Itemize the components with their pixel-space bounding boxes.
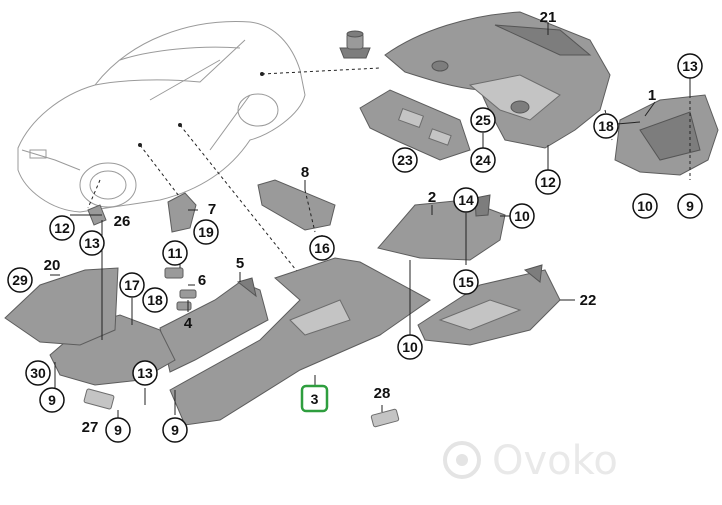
svg-text:15: 15: [458, 274, 474, 290]
svg-text:8: 8: [301, 164, 309, 181]
callout-18-top-right: 18: [593, 113, 619, 139]
svg-text:12: 12: [540, 174, 556, 190]
svg-text:29: 29: [12, 272, 28, 288]
callout-29: 29: [7, 267, 33, 293]
callout-13-top-right: 13: [677, 53, 703, 79]
callout-13-left: 13: [79, 230, 105, 256]
svg-text:9: 9: [48, 392, 56, 408]
callout-22: 22: [580, 292, 597, 309]
svg-text:27: 27: [82, 419, 99, 436]
callout-13-bottom: 13: [132, 360, 158, 386]
callout-3-highlighted: 3: [300, 384, 329, 413]
callout-10-bottom: 10: [397, 334, 423, 360]
part-20-panel: [4, 267, 119, 346]
callout-10-middle: 10: [509, 203, 535, 229]
svg-text:26: 26: [114, 213, 131, 230]
svg-text:5: 5: [236, 255, 244, 272]
svg-text:21: 21: [540, 9, 557, 26]
car-leader-lines: [87, 67, 381, 276]
svg-text:10: 10: [637, 198, 653, 214]
svg-text:23: 23: [397, 152, 413, 168]
svg-text:9: 9: [114, 422, 122, 438]
part-5-panel: [159, 277, 269, 373]
callout-12-left: 12: [49, 215, 75, 241]
svg-text:13: 13: [137, 365, 153, 381]
svg-text:13: 13: [84, 235, 100, 251]
ovoko-logo-icon: [443, 441, 481, 479]
callout-15: 15: [453, 269, 479, 295]
part-8-small-panel: [257, 179, 336, 231]
svg-text:18: 18: [147, 292, 163, 308]
callout-2: 2: [428, 189, 436, 206]
callout-11: 11: [162, 240, 188, 266]
callout-10-top-right: 10: [632, 193, 658, 219]
svg-text:1: 1: [648, 87, 656, 104]
callout-6: 6: [198, 272, 206, 289]
svg-text:25: 25: [475, 112, 491, 128]
part-22-panel: [417, 264, 561, 346]
grommet-part: [339, 30, 371, 59]
label-leader-lines: [50, 22, 691, 418]
callout-8: 8: [301, 164, 309, 181]
part-21-rear-underbody-panel: [384, 11, 611, 149]
part-23-bracket: [359, 89, 471, 161]
small-clip-parts: [164, 267, 197, 311]
svg-text:20: 20: [44, 257, 61, 274]
callout-23: 23: [392, 147, 418, 173]
callout-14: 14: [453, 187, 479, 213]
part-27-pad: [83, 388, 115, 410]
callout-1: 1: [648, 87, 656, 104]
svg-text:12: 12: [54, 220, 70, 236]
part-2-panel: [377, 194, 506, 261]
svg-text:9: 9: [171, 422, 179, 438]
svg-text:3: 3: [311, 391, 319, 407]
callout-27: 27: [82, 419, 99, 436]
ovoko-watermark: Ovoko: [443, 438, 618, 484]
svg-text:24: 24: [475, 152, 491, 168]
callout-5: 5: [236, 255, 244, 272]
svg-text:28: 28: [374, 385, 391, 402]
callout-9-bottom-a: 9: [105, 417, 131, 443]
svg-text:2: 2: [428, 189, 436, 206]
svg-text:14: 14: [458, 192, 474, 208]
callout-9-top-right: 9: [677, 193, 703, 219]
svg-text:4: 4: [184, 315, 193, 332]
svg-text:7: 7: [208, 201, 216, 218]
callouts: 21 13 1 18 10 9 12 25 2: [7, 9, 703, 443]
callout-26: 26: [114, 213, 131, 230]
svg-text:6: 6: [198, 272, 206, 289]
svg-text:22: 22: [580, 292, 597, 309]
callout-21: 21: [540, 9, 557, 26]
callout-18-middle: 18: [142, 287, 168, 313]
svg-text:11: 11: [168, 245, 183, 261]
callout-25: 25: [470, 107, 496, 133]
svg-text:13: 13: [682, 58, 698, 74]
part-3-main-underbody-panel: [169, 257, 431, 426]
callout-20: 20: [44, 257, 61, 274]
callout-28: 28: [374, 385, 391, 402]
svg-text:9: 9: [686, 198, 694, 214]
svg-text:30: 30: [30, 365, 46, 381]
svg-text:16: 16: [314, 240, 330, 256]
svg-text:19: 19: [198, 224, 214, 240]
svg-text:17: 17: [124, 277, 140, 293]
callout-12-right: 12: [535, 169, 561, 195]
svg-text:10: 10: [402, 339, 418, 355]
callout-30: 30: [25, 360, 51, 386]
watermark-text: Ovoko: [492, 438, 618, 484]
callout-24: 24: [470, 147, 496, 173]
callout-16: 16: [309, 235, 335, 261]
callout-7: 7: [208, 201, 216, 218]
callout-17: 17: [119, 272, 145, 298]
callout-4: 4: [184, 315, 193, 332]
svg-text:18: 18: [598, 118, 614, 134]
part-28-pad: [370, 408, 400, 428]
part-1-side-cover: [614, 94, 719, 176]
svg-text:10: 10: [514, 208, 530, 224]
callout-19: 19: [193, 219, 219, 245]
callout-9-bottom-b: 9: [162, 417, 188, 443]
part-7-bracket: [167, 192, 197, 233]
callout-9-left: 9: [39, 387, 65, 413]
